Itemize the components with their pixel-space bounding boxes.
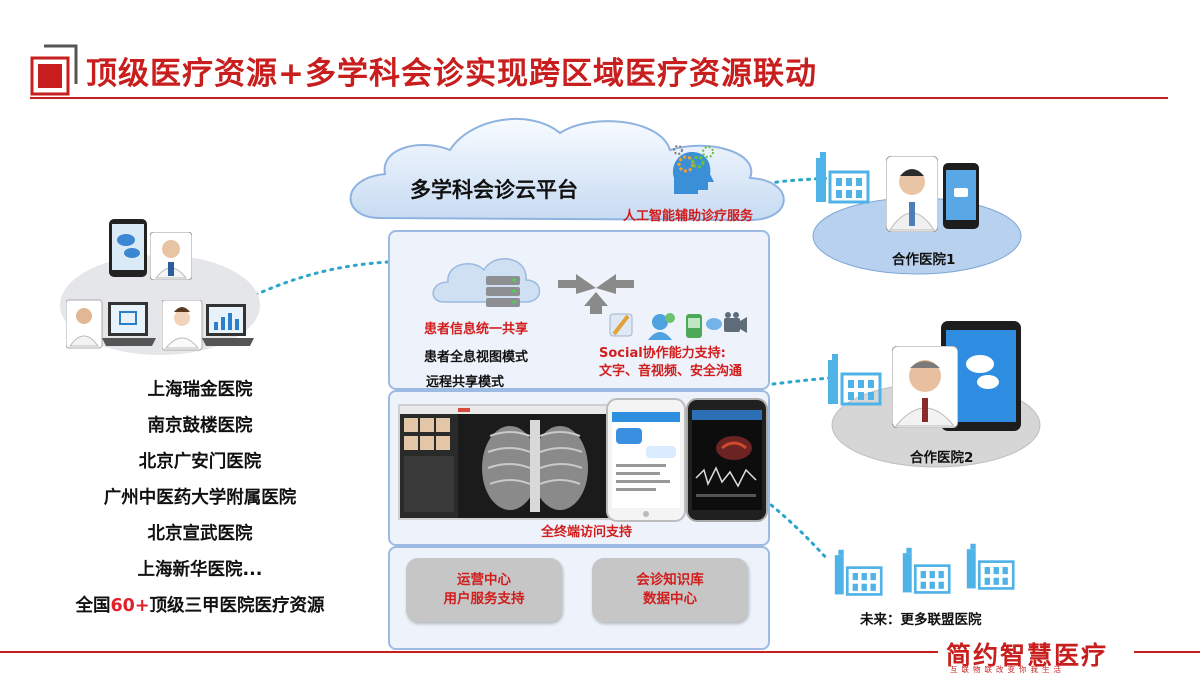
title-mark-icon: [30, 44, 78, 96]
holographic-mode-label: 患者全息视图模式: [424, 350, 529, 365]
social-capability-items: 文字、音视频、安全沟通: [599, 364, 743, 379]
future-alliance-label: 未来：更多联盟医院: [860, 612, 982, 628]
building-icon: [898, 546, 954, 600]
ops-center-block: 运营中心 用户服务支持: [406, 558, 562, 622]
share-arrows-icon: [556, 266, 636, 320]
national-number: 60+: [110, 596, 150, 616]
hospital-item: 上海瑞金医院: [147, 380, 253, 400]
patient-share-title: 患者信息统一共享: [424, 322, 529, 337]
knowledge-base-block: 会诊知识库 数据中心: [592, 558, 748, 622]
ops-center-subtitle: 用户服务支持: [443, 591, 525, 607]
national-resources-text: 全国60+顶级三甲医院医疗资源: [30, 588, 370, 624]
partner-hospital-1-label: 合作医院1: [892, 252, 956, 268]
social-tools-icon: [608, 308, 748, 346]
phone-ultrasound-screenshot: [686, 398, 768, 526]
senior-doctor-portrait-icon: [891, 345, 959, 432]
tablet-chat-icon: [108, 218, 148, 282]
knowledge-base-subtitle: 数据中心: [643, 591, 697, 607]
page-title: 顶级医疗资源+多学科会诊实现跨区域医疗资源联动: [86, 56, 817, 92]
phone-icon: [942, 162, 980, 234]
remote-share-mode-label: 远程共享模式: [426, 375, 505, 390]
laptop-doctor-icon: [65, 298, 158, 358]
laptop-nurse-icon: [161, 299, 254, 360]
doctor-portrait-icon: [885, 155, 939, 236]
partner-hospital-2-label: 合作医院2: [910, 450, 974, 466]
hospital-item: 北京宣武医院: [147, 524, 253, 544]
all-terminal-label: 全终端访问支持: [541, 525, 633, 540]
building-icon: [826, 352, 882, 412]
hospital-item: 广州中医药大学附属医院: [103, 488, 297, 508]
cloud-platform: [340, 108, 800, 238]
phone-app-screenshot: [606, 398, 686, 526]
title-divider: [30, 97, 1168, 99]
knowledge-base-title: 会诊知识库: [636, 572, 704, 588]
cloud-platform-title: 多学科会诊云平台: [410, 178, 578, 202]
brand-name: 简约智慧医疗: [946, 641, 1109, 670]
doctor-portrait-icon: [149, 231, 193, 284]
national-suffix: 顶级三甲医院医疗资源: [149, 596, 325, 616]
building-icon: [962, 542, 1018, 596]
brand-logo: [938, 636, 1134, 674]
brand-tagline: 互联物联改变你我生活: [950, 665, 1065, 674]
national-prefix: 全国: [75, 596, 111, 616]
ai-service-label: 人工智能辅助诊疗服务: [623, 209, 754, 224]
hospital-list: 上海瑞金医院 南京鼓楼医院 北京广安门医院 广州中医药大学附属医院 北京宣武医院…: [30, 372, 370, 624]
hospital-item: 上海新华医院...: [137, 560, 263, 580]
social-capability-title: Social协作能力支持:: [599, 346, 726, 361]
xray-viewer-screenshot: [398, 404, 614, 520]
footer-divider: [0, 651, 1200, 653]
building-icon: [814, 150, 870, 210]
info-share-panel: [388, 230, 770, 390]
cloud-server-icon: [432, 252, 542, 322]
hospital-item: 南京鼓楼医院: [147, 416, 253, 436]
hospital-item: 北京广安门医院: [138, 452, 262, 472]
building-icon: [830, 548, 886, 602]
ops-center-title: 运营中心: [457, 572, 511, 588]
ai-head-icon: [664, 142, 720, 202]
